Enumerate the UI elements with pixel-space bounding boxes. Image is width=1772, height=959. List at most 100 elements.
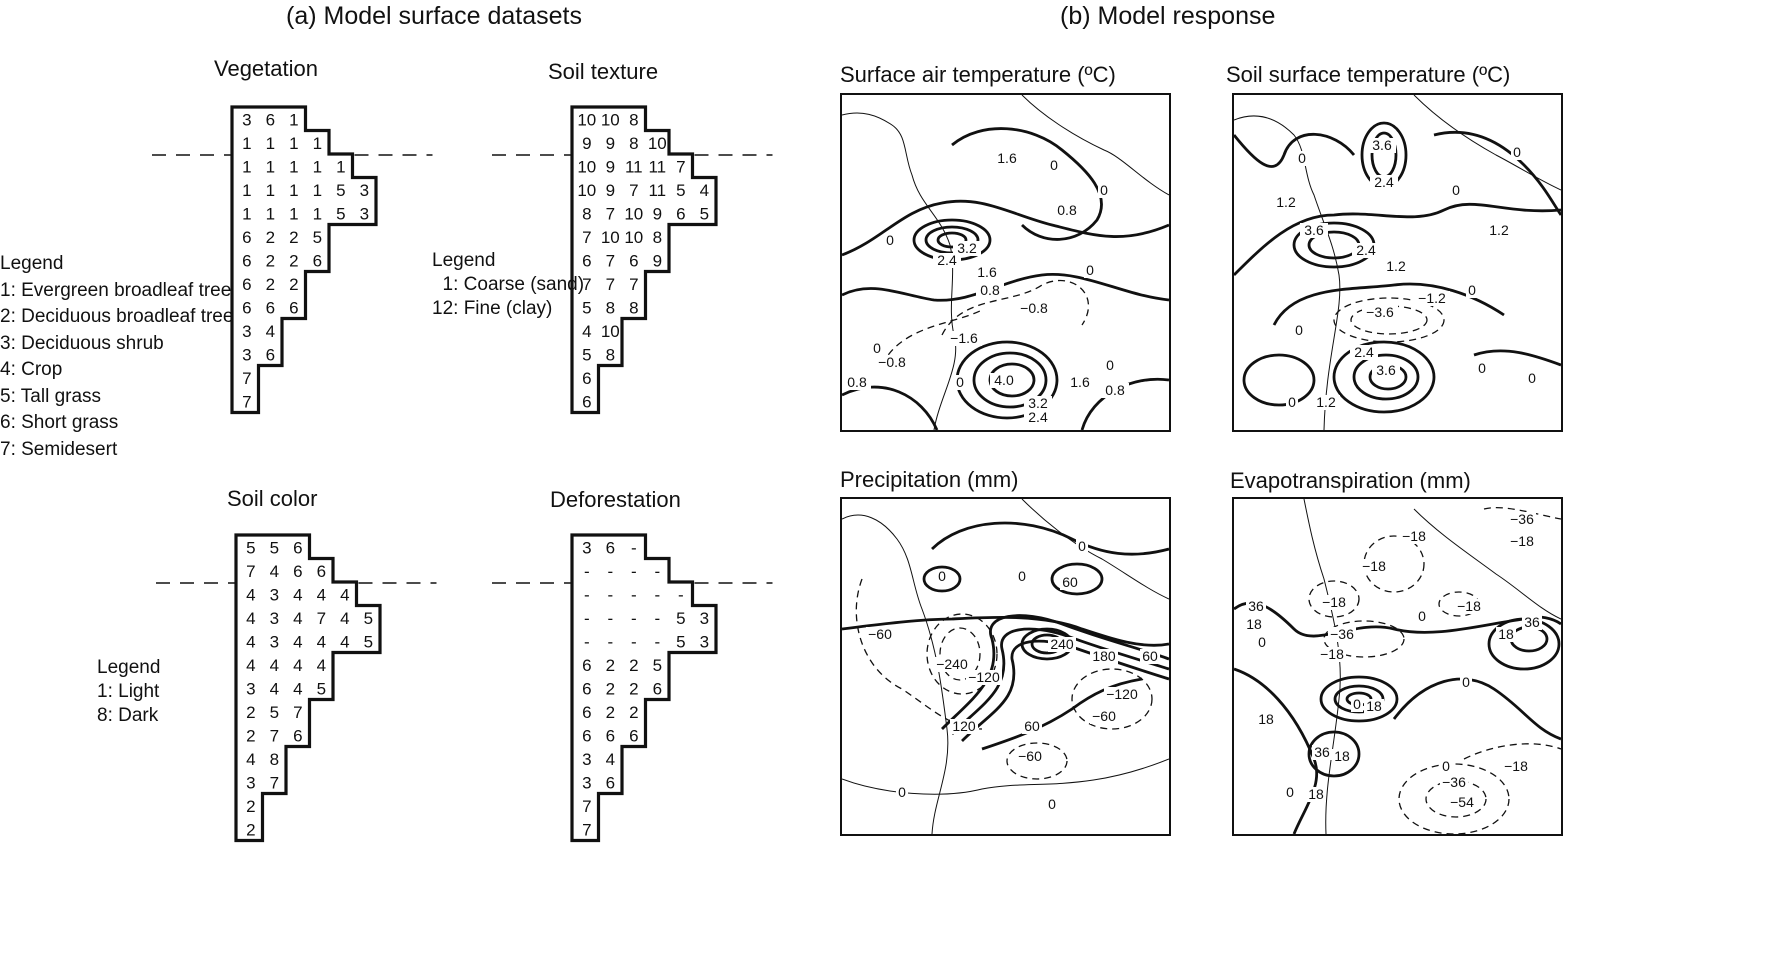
contour-label-bg xyxy=(1332,749,1352,764)
contour-label: 2.4 xyxy=(1028,409,1048,425)
grid-cell-value: 4 xyxy=(246,585,255,604)
grid-cell-value: 11 xyxy=(625,157,643,176)
map-svg: 03.62.4001.21.23.62.41.20−1.2−3.602.43.6… xyxy=(1234,95,1561,430)
contour-label-bg xyxy=(950,719,978,734)
contour-label-bg xyxy=(934,657,970,672)
grid-cell-value: 1 xyxy=(313,181,322,200)
grid-cell-value: 6 xyxy=(606,773,615,792)
grid-cell-value: 7 xyxy=(606,204,615,223)
contour-label-bg xyxy=(1511,145,1523,160)
grid-cell-value: 2 xyxy=(606,679,615,698)
contour-label: 1.2 xyxy=(1276,194,1296,210)
contour-label-bg xyxy=(1360,559,1388,574)
grid-cell-value: 2 xyxy=(289,251,298,270)
contour-label: 0 xyxy=(1468,282,1476,298)
grid-cell-value: 4 xyxy=(340,585,349,604)
contour-label-bg xyxy=(966,670,1002,685)
contour-label-bg xyxy=(1318,647,1346,662)
grid-cell-value: 6 xyxy=(606,538,615,557)
grid-cell-value: 10 xyxy=(601,228,620,247)
contour-label-bg xyxy=(843,375,871,390)
contour-label: 18 xyxy=(1258,711,1274,727)
contour-label-bg xyxy=(1351,697,1363,712)
contour-label-bg xyxy=(1024,410,1052,425)
soil-color-title: Soil color xyxy=(227,486,318,511)
contour-label: −18 xyxy=(1504,758,1528,774)
grid-cell-value: 3 xyxy=(700,609,709,628)
contour-label-bg xyxy=(896,785,908,800)
contour-label: 60 xyxy=(1142,648,1158,664)
grid-cell-value: 4 xyxy=(700,181,709,200)
contour-label-bg xyxy=(1066,375,1094,390)
grid-cell-value: 8 xyxy=(606,345,615,364)
contour-label-bg xyxy=(1053,203,1081,218)
grid-cell-value: 2 xyxy=(246,703,255,722)
contour-label-bg xyxy=(1016,749,1044,764)
grid-cell-value: 1 xyxy=(289,204,298,223)
contour-label-bg xyxy=(1400,529,1428,544)
contour-label: 3.2 xyxy=(1028,395,1048,411)
grid-cell-value: 6 xyxy=(582,656,591,675)
contour-label-bg xyxy=(1140,649,1160,664)
contour-label: 3.6 xyxy=(1376,362,1396,378)
contour-label: 3.6 xyxy=(1304,222,1324,238)
contour-label-bg xyxy=(990,373,1018,388)
grid-cell-value: 1 xyxy=(242,204,251,223)
grid-cell-value: 3 xyxy=(242,322,251,341)
contour-label-bg xyxy=(1416,609,1428,624)
contour-label: −18 xyxy=(1322,594,1346,610)
contour-label: 0 xyxy=(1462,674,1470,690)
grid-cell-value: 2 xyxy=(289,228,298,247)
grid-cell-value: - xyxy=(607,609,613,628)
grid-cell-value: 3 xyxy=(246,773,255,792)
grid-cell-value: 4 xyxy=(582,322,591,341)
grid-cell-value: - xyxy=(654,632,660,651)
contour-label: 36 xyxy=(1314,744,1330,760)
grid-cell-value: 9 xyxy=(606,134,615,153)
surface-air-temperature-title: Surface air temperature (ºC) xyxy=(840,62,1116,87)
legend-item: 1: Evergreen broadleaf tree xyxy=(0,279,232,301)
contour-label: 240 xyxy=(1050,636,1074,652)
grid-cell-value: 6 xyxy=(629,251,638,270)
contour-label: −1.6 xyxy=(950,330,978,346)
grid-cell-value: 5 xyxy=(582,345,591,364)
contour-label: −18 xyxy=(1362,558,1386,574)
contour-label: 0.8 xyxy=(1057,202,1077,218)
contour-label: 0 xyxy=(956,374,964,390)
contour-label: −60 xyxy=(1092,708,1116,724)
contour-label: 120 xyxy=(952,718,976,734)
grid-cell-value: 5 xyxy=(676,181,685,200)
grid-cell-value: 4 xyxy=(246,632,255,651)
grid-cell-value: 6 xyxy=(266,110,275,129)
grid-cell-value: 1 xyxy=(313,157,322,176)
legend-item: 12: Fine (clay) xyxy=(432,298,553,319)
grid-cell-value: 4 xyxy=(317,585,326,604)
contour-label-bg xyxy=(1312,395,1340,410)
contour-label: −36 xyxy=(1442,774,1466,790)
contour-label-bg xyxy=(1090,649,1118,664)
contour-label-bg xyxy=(1350,345,1378,360)
contour-label: 0.8 xyxy=(847,374,867,390)
contour-label: −18 xyxy=(1402,528,1426,544)
grid-cell-value: 9 xyxy=(653,204,662,223)
grid-cell-value: 3 xyxy=(700,632,709,651)
legend-title: Legend xyxy=(0,253,64,274)
contour-label-bg xyxy=(1320,595,1348,610)
grid-cell-value: 6 xyxy=(606,726,615,745)
contour-label-bg xyxy=(1312,745,1332,760)
grid-cell-value: 1 xyxy=(289,110,298,129)
grid-cell-value: 3 xyxy=(582,773,591,792)
grid-cell-value: - xyxy=(654,562,660,581)
grid-cell-value: 3 xyxy=(242,345,251,364)
soil-color-legend: Legend 1: Light 8: Dark xyxy=(97,656,160,728)
grid-cell-value: 4 xyxy=(317,656,326,675)
grid-cell-value: 1 xyxy=(266,134,275,153)
grid-cell-value: 7 xyxy=(606,275,615,294)
contour-label: 180 xyxy=(1092,648,1116,664)
grid-cell-value: 5 xyxy=(653,656,662,675)
grid-cell-value: 1 xyxy=(242,157,251,176)
contour-label: 2.4 xyxy=(937,252,957,268)
